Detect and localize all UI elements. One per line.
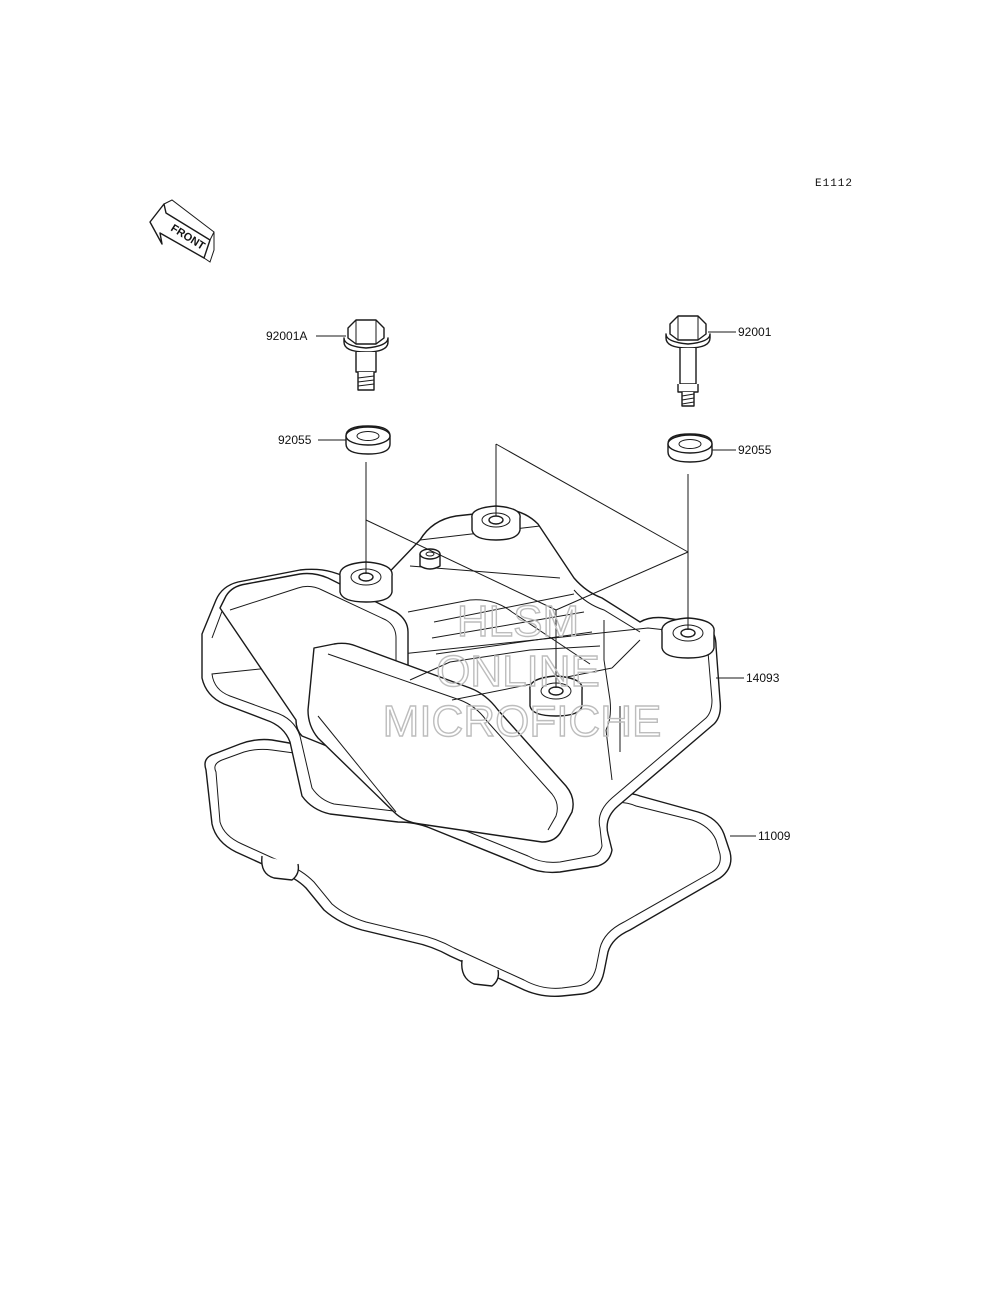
watermark: HLSM ONLINE MICROFICHE [382,596,662,746]
watermark-line: ONLINE [436,647,600,696]
callout-washer-left: 92055 [278,433,346,447]
part-number-label: 92055 [738,443,772,457]
callout-gasket: 11009 [730,829,791,843]
washer-right[interactable] [667,433,713,463]
watermark-line: HLSM [457,597,579,646]
diagram-code: E1112 [815,178,853,190]
bolt-right[interactable] [665,315,711,407]
breather-nipple-icon [419,548,441,570]
part-number-label: 14093 [746,671,780,685]
watermark-line: MICROFICHE [383,697,662,746]
bolt-left[interactable] [343,319,389,391]
boss-front-center [529,675,583,717]
callout-bolt-left: 92001A [266,329,346,343]
boss-left [339,561,393,603]
part-number-label: 92001 [738,325,772,339]
boss-right [661,617,715,659]
washer-left[interactable] [345,425,391,455]
callout-head-cover: 14093 [716,671,780,685]
callout-bolt-right: 92001 [708,325,772,339]
callout-washer-right: 92055 [712,443,772,457]
part-number-label: 92001A [266,329,307,343]
part-number-label: 11009 [758,829,791,843]
assembly-lines [365,443,689,688]
part-number-label: 92055 [278,433,312,447]
front-arrow-icon: FRONT [149,199,215,263]
cylinder-head-cover[interactable] [201,505,722,874]
